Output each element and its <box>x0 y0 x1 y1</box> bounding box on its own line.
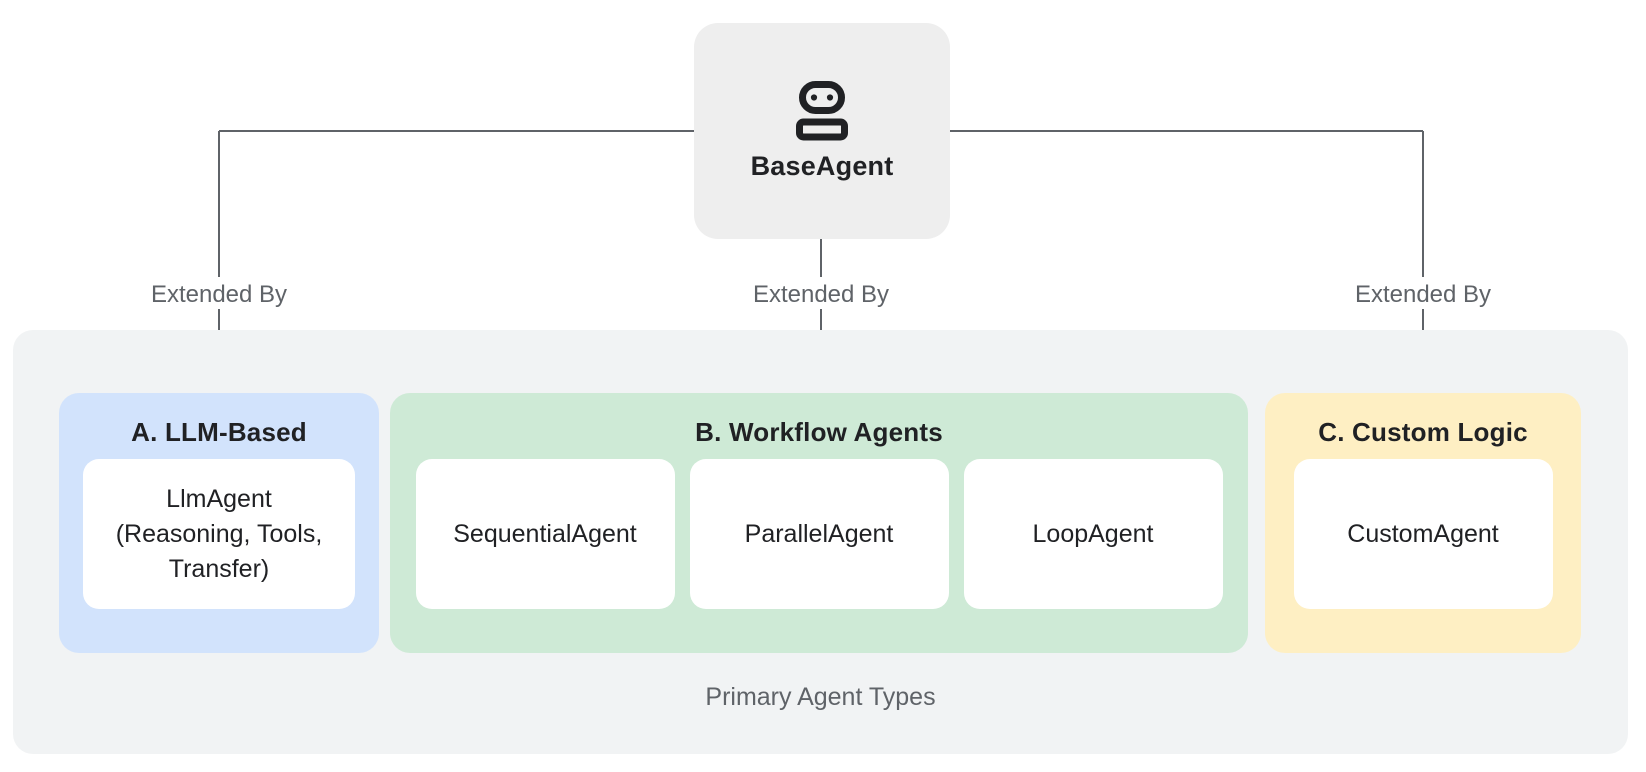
base-agent-node: BaseAgent <box>694 23 950 239</box>
node-llm-agent-label-line1: LlmAgent <box>166 484 272 513</box>
node-custom-agent-label: CustomAgent <box>1347 519 1499 548</box>
group-custom-logic: C. Custom Logic CustomAgent <box>1265 393 1581 653</box>
node-llm-agent-label-line2: (Reasoning, Tools, <box>115 519 323 548</box>
node-custom-agent: CustomAgent <box>1293 459 1553 609</box>
node-loop-agent-label: LoopAgent <box>1032 519 1154 548</box>
node-parallel-agent: ParallelAgent <box>689 459 949 609</box>
edge-label-left: Extended By <box>144 281 294 309</box>
node-sequential-agent: SequentialAgent <box>415 459 675 609</box>
primary-agent-types-container: A. LLM-Based LlmAgent (Reasoning, Tools,… <box>13 330 1628 754</box>
group-llm-based: A. LLM-Based LlmAgent (Reasoning, Tools,… <box>59 393 379 653</box>
robot-icon <box>796 80 848 140</box>
node-llm-agent-label-line3: Transfer) <box>168 554 270 583</box>
base-agent-label: BaseAgent <box>750 150 894 181</box>
node-sequential-agent-label: SequentialAgent <box>453 519 637 548</box>
group-workflow-agents: B. Workflow Agents SequentialAgent Paral… <box>390 393 1248 653</box>
node-loop-agent: LoopAgent <box>963 459 1223 609</box>
group-llm-based-title: A. LLM-Based <box>131 417 307 447</box>
node-llm-agent: LlmAgent (Reasoning, Tools, Transfer) <box>83 459 355 609</box>
edge-label-middle: Extended By <box>746 281 896 309</box>
group-custom-logic-title: C. Custom Logic <box>1318 417 1528 447</box>
node-parallel-agent-label: ParallelAgent <box>744 519 894 548</box>
container-caption: Primary Agent Types <box>705 683 936 711</box>
edge-label-right: Extended By <box>1348 281 1498 309</box>
group-workflow-agents-title: B. Workflow Agents <box>695 417 943 447</box>
